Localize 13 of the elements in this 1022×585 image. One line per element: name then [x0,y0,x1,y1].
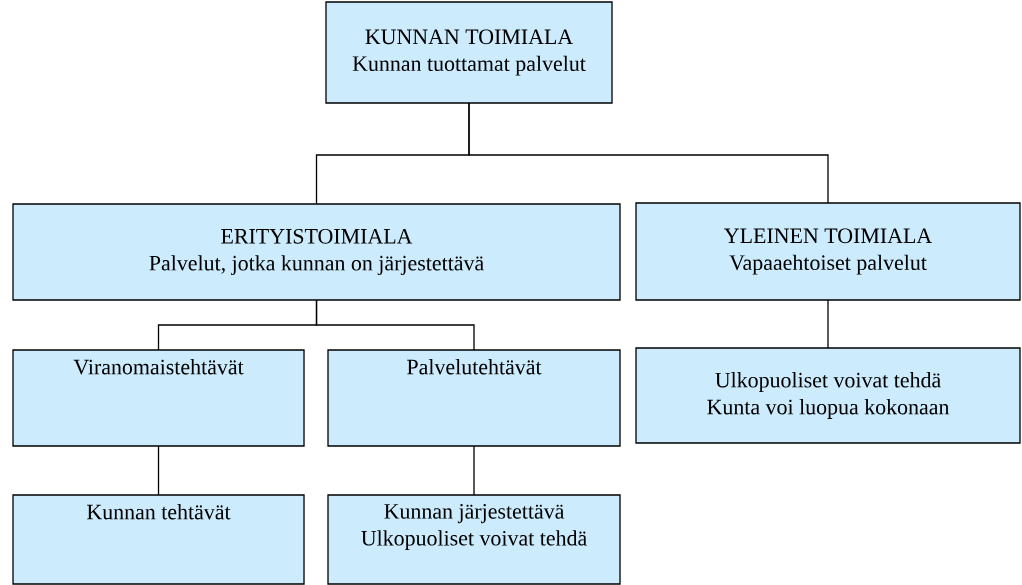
box: Palvelutehtävät [327,349,621,447]
box: KUNNAN TOIMIALA Kunnan tuottamat palvelut [325,1,613,104]
box: Ulkopuoliset voivat tehdä Kunta voi luopua kokonaan [635,347,1021,444]
connector-line [315,299,475,351]
box: Viranomaistehtävät [12,349,305,447]
box: Kunnan järjestettävä Ulkopuoliset voivat tehdä [327,494,621,585]
connector-line [468,102,829,204]
connector-line [473,445,475,496]
connector-line [157,445,160,496]
box: Kunnan tehtävät [12,494,305,585]
connector-line [827,299,829,349]
box: YLEINEN TOIMIALA Vapaaehtoiset palvelut [635,202,1021,301]
box: ERITYISTOIMIALA Palvelut, jotka kunnan on järjestettävä [12,203,621,301]
